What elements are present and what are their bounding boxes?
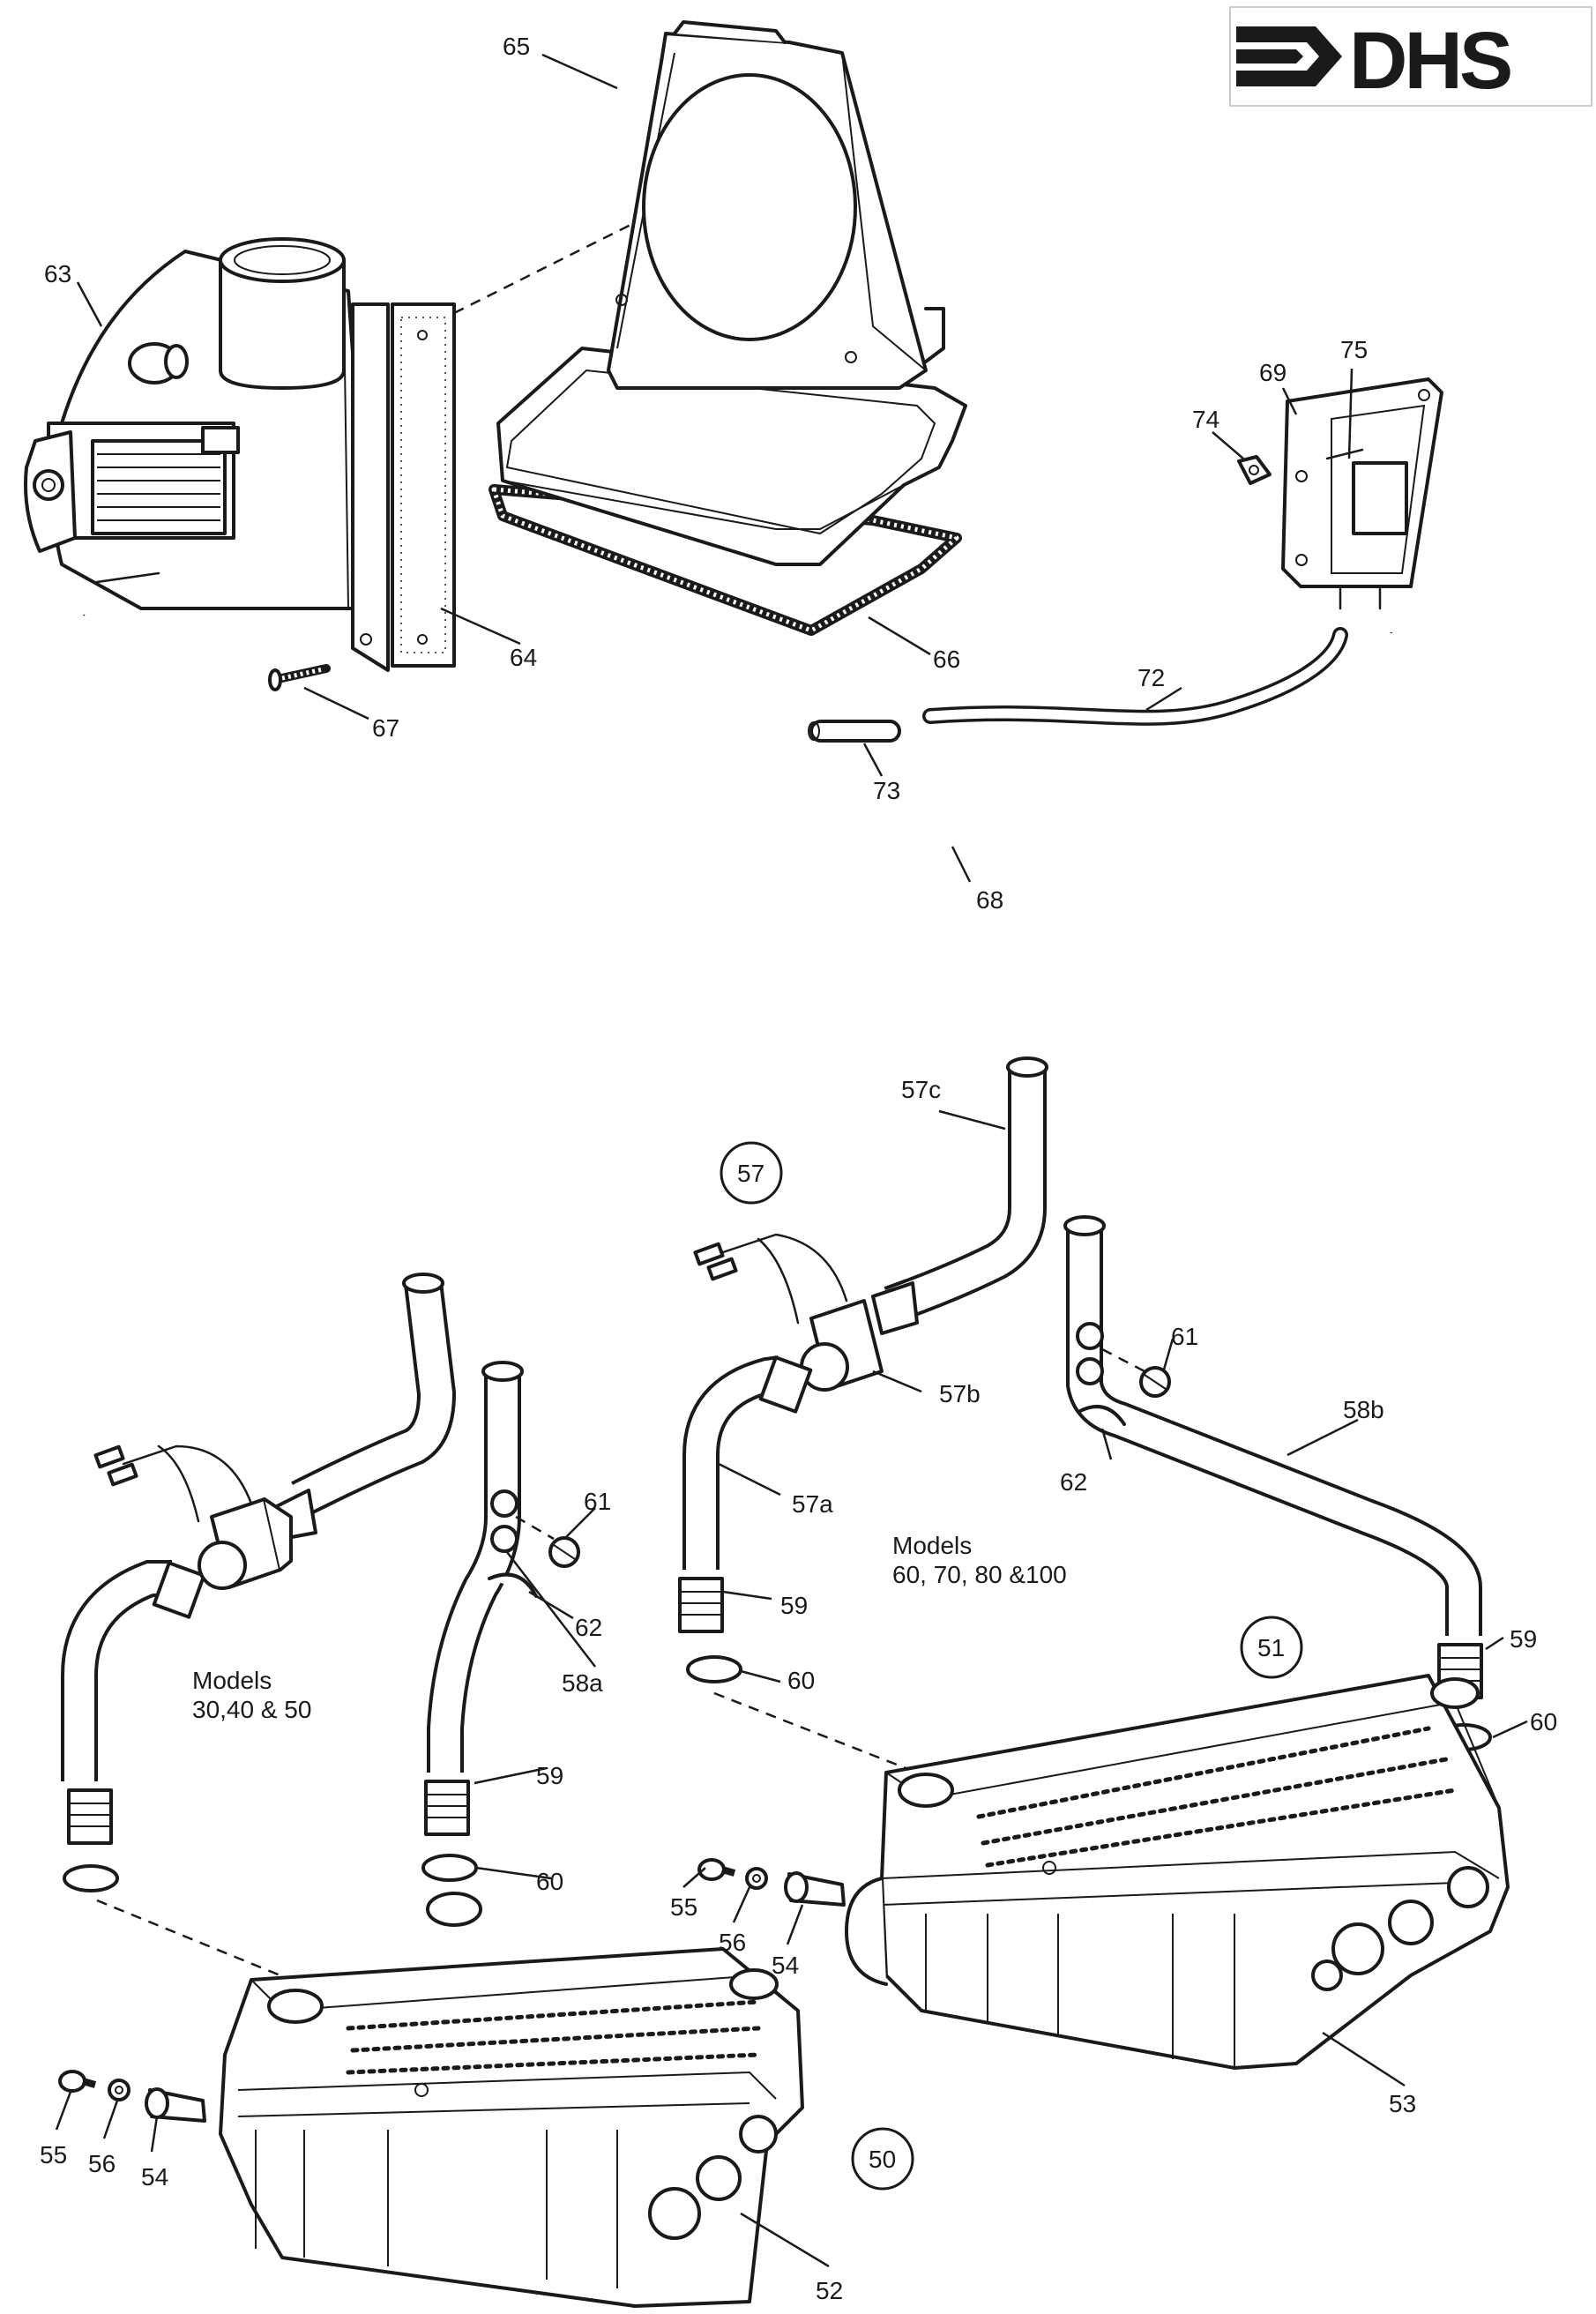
pipe-57c — [871, 1056, 1048, 1335]
gasket-64 — [391, 302, 456, 668]
callout-69: 69 — [1259, 359, 1286, 386]
callout-55-small: 55 — [40, 2141, 67, 2168]
leader-lines — [55, 53, 1528, 2268]
callout-56-large: 56 — [719, 1929, 746, 1956]
callout-66: 66 — [933, 646, 960, 673]
fittings-small — [58, 2070, 206, 2123]
callout-60-large-left: 60 — [787, 1667, 815, 1694]
pipe-upper-small — [272, 1273, 457, 1541]
callout-58a: 58a — [562, 1669, 603, 1697]
callout-56-small: 56 — [88, 2150, 116, 2177]
sensor-61-small — [515, 1515, 580, 1568]
callout-51-circle — [1240, 1616, 1303, 1679]
callout-74: 74 — [1192, 406, 1219, 433]
callout-57-circle — [720, 1141, 783, 1205]
pipe-left-small — [61, 1560, 206, 1845]
callout-68: 68 — [976, 886, 1003, 914]
washer-60-left-large — [686, 1655, 742, 1683]
callout-59-large-left: 59 — [780, 1592, 808, 1619]
callout-59-small: 59 — [536, 1762, 563, 1789]
callout-73: 73 — [873, 777, 900, 804]
callout-50: 50 — [869, 2146, 896, 2173]
logo-text: DHS — [1349, 16, 1510, 106]
callout-52: 52 — [816, 2277, 843, 2304]
short-tube-73 — [808, 720, 901, 743]
sensor-61-large — [1101, 1347, 1171, 1398]
callout-53: 53 — [1389, 2090, 1416, 2117]
pressure-switch-69 — [1281, 377, 1443, 610]
flow-switch-small — [93, 1444, 293, 1590]
callout-61-small: 61 — [584, 1488, 611, 1515]
flow-switch-57b — [693, 1233, 884, 1392]
fan-63 — [24, 237, 390, 672]
callout-60-small: 60 — [536, 1868, 563, 1895]
gasket-66 — [488, 484, 962, 636]
callout-58b: 58b — [1343, 1396, 1384, 1423]
dhs-logo: DHS — [1229, 6, 1592, 107]
callout-72: 72 — [1137, 664, 1165, 691]
callout-62-small: 62 — [575, 1614, 602, 1641]
callout-60-large-right: 60 — [1530, 1708, 1557, 1736]
fittings-large — [697, 1858, 846, 1907]
callout-labels: 65 63 64 67 66 72 73 68 69 74 75 57c 57 … — [40, 33, 1557, 2304]
heat-exchanger-52 — [219, 1892, 804, 2308]
callout-50-circle — [851, 2127, 914, 2191]
pipe-57a — [678, 1355, 813, 1633]
models-small-line1: Models — [192, 1667, 272, 1694]
models-large-line1: Models — [892, 1532, 972, 1559]
callout-67: 67 — [372, 714, 399, 742]
callout-57: 57 — [737, 1160, 764, 1187]
tube-72 — [922, 627, 1348, 726]
callout-64: 64 — [510, 644, 537, 671]
washer-60-mid — [421, 1854, 478, 1882]
washer-60-left — [63, 1864, 119, 1892]
callout-59-large-right: 59 — [1510, 1625, 1537, 1653]
callout-57c: 57c — [901, 1076, 941, 1103]
callout-54-large: 54 — [772, 1952, 799, 1979]
heat-exchanger-53 — [845, 1674, 1510, 2070]
callout-57a: 57a — [792, 1490, 833, 1518]
models-small-line2: 30,40 & 50 — [192, 1696, 311, 1723]
callout-57b: 57b — [939, 1380, 981, 1407]
callout-62-large: 62 — [1060, 1468, 1087, 1496]
model-notes: Models 30,40 & 50 Models 60, 70, 80 &100 — [192, 1532, 1067, 1723]
callout-75: 75 — [1340, 336, 1368, 363]
clip-74 — [1237, 455, 1272, 485]
callout-63: 63 — [44, 260, 71, 287]
hood-65 — [496, 20, 967, 566]
logo-arrow-icon — [1236, 26, 1342, 86]
pipe-58a — [424, 1361, 538, 1836]
callout-54-small: 54 — [141, 2163, 168, 2191]
callout-65: 65 — [503, 33, 530, 60]
callout-61-large: 61 — [1171, 1323, 1198, 1350]
callout-55-large: 55 — [670, 1893, 697, 1921]
callout-51: 51 — [1257, 1634, 1285, 1661]
models-large-line2: 60, 70, 80 &100 — [892, 1561, 1067, 1588]
screw-67 — [268, 664, 331, 691]
